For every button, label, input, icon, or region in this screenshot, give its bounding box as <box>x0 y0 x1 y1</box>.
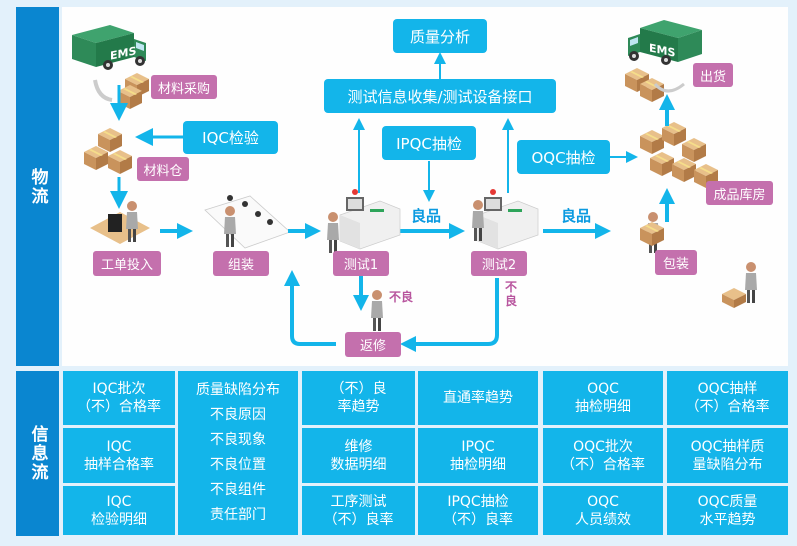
packing-worker-icon <box>745 262 757 303</box>
defect-label-2: 不良 <box>505 280 518 308</box>
test1-tag: 测试1 <box>333 251 389 276</box>
info-oqc-batch-rate[interactable]: OQC批次（不）合格率 <box>543 428 663 483</box>
info-process-test-rate[interactable]: 工序测试（不）良率 <box>302 486 415 535</box>
material-warehouse-tag: 材料仓 <box>137 157 189 181</box>
info-first-pass-yield-trend[interactable]: 直通率趋势 <box>418 371 538 425</box>
warehouse-boxes-icon <box>98 128 122 152</box>
info-iqc-batch-rate[interactable]: IQC批次（不）合格率 <box>63 371 175 425</box>
oqc-sampling-box: OQC抽检 <box>517 140 610 174</box>
test-station-2-icon <box>477 188 539 250</box>
test-info-collection-box: 测试信息收集/测试设备接口 <box>324 79 556 113</box>
info-flow-section-label: 信息流 <box>16 371 59 536</box>
info-oqc-sampling-rate[interactable]: OQC抽样（不）合格率 <box>667 371 788 425</box>
load-curve-arrow <box>653 82 685 93</box>
info-oqc-quality-trend[interactable]: OQC质量水平趋势 <box>667 486 788 535</box>
iqc-inspection-box: IQC检验 <box>183 121 278 154</box>
quality-analysis-box: 质量分析 <box>393 19 487 53</box>
test2-tag: 测试2 <box>471 251 527 276</box>
arrow-repair-to-assembly <box>284 270 336 346</box>
repair-tag: 返修 <box>345 332 401 357</box>
ipqc-sampling-box: IPQC抽检 <box>382 126 476 160</box>
repair-worker-icon <box>371 290 383 331</box>
unload-curve-arrow <box>93 79 113 102</box>
info-ipqc-sampling-rate[interactable]: IPQC抽检（不）良率 <box>418 486 538 535</box>
info-oqc-defect-distribution[interactable]: OQC抽样质量缺陷分布 <box>667 428 788 483</box>
info-repair-data-detail[interactable]: 维修数据明细 <box>302 428 415 483</box>
packaging-tag: 包装 <box>655 250 697 275</box>
finished-warehouse-tag: 成品库房 <box>706 181 773 205</box>
logistics-section-label: 物流 <box>16 7 59 366</box>
arrow-test2-defect-to-repair <box>400 278 499 352</box>
info-flow-label: 信息流 <box>27 425 48 482</box>
shipping-tag: 出货 <box>693 63 733 87</box>
good-product-label-2: 良品 <box>561 207 592 225</box>
test-station-1-icon <box>339 188 401 250</box>
ems-truck-shipping-icon <box>628 20 702 65</box>
finished-boxes-icon <box>640 130 664 154</box>
logistics-label: 物流 <box>27 167 48 206</box>
work-order-input-tag: 工单投入 <box>93 251 161 276</box>
good-product-label-1: 良品 <box>411 207 442 225</box>
defect-label-1: 不良 <box>389 290 414 304</box>
assembly-tag: 组装 <box>213 251 269 276</box>
info-defect-rate-trend[interactable]: （不）良率趋势 <box>302 371 415 425</box>
info-quality-defect-distribution[interactable]: 质量缺陷分布 不良原因 不良现象 不良位置 不良组件 责任部门 <box>178 371 298 535</box>
material-purchase-tag: 材料采购 <box>151 75 217 99</box>
logistics-panel <box>62 7 788 366</box>
